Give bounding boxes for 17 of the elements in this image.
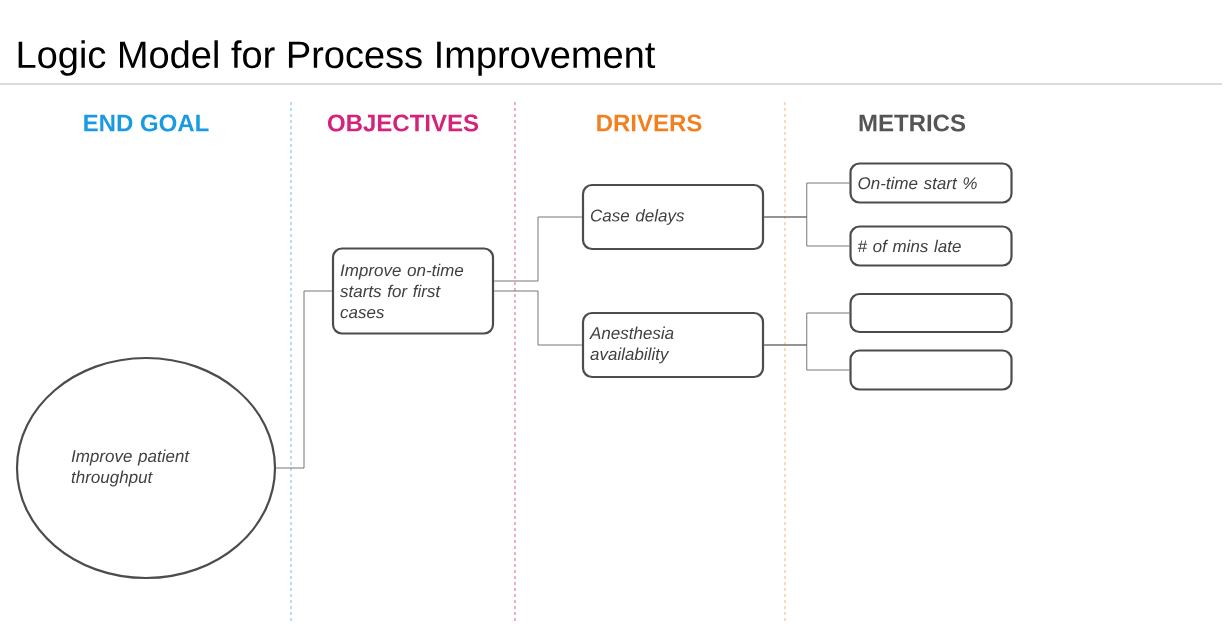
driver-box: Case delays	[581, 183, 765, 251]
connector	[275, 290, 333, 469]
connector	[763, 344, 850, 371]
empty-box	[849, 349, 1013, 391]
column-heading: OBJECTIVES	[327, 114, 479, 132]
connector	[493, 216, 583, 282]
connector	[763, 216, 850, 247]
column-heading: END GOAL	[84, 114, 209, 132]
metric-box: On-time start %	[849, 162, 1013, 204]
empty-box	[849, 292, 1013, 334]
title: Logic Model for Process Improvement	[18, 40, 656, 76]
objective-box: Improve on-time starts for first cases	[331, 247, 495, 335]
connector	[493, 290, 583, 346]
driver-box: Anesthesia availability	[581, 311, 765, 379]
column-heading: DRIVERS	[597, 114, 702, 132]
column-heading: METRICS	[859, 114, 966, 132]
metric-box: # of mins late	[849, 225, 1013, 267]
